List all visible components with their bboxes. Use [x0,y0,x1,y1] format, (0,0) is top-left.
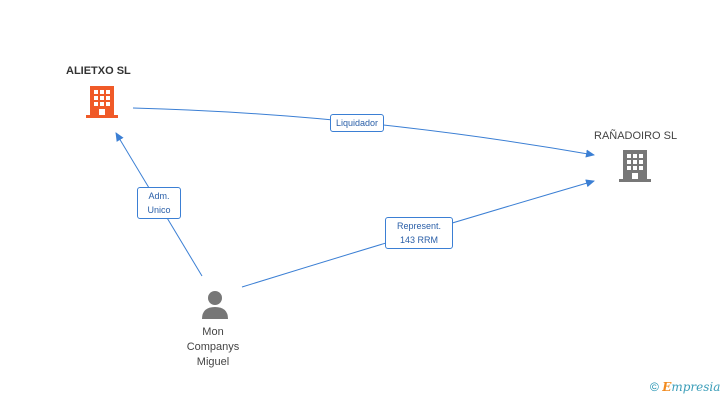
edge-label-represent: Represent. 143 RRM [385,217,453,249]
copyright-icon: © [650,380,659,394]
person-name-line-1: Mon [202,326,224,338]
edge-label-adm-line-2: Unico [147,205,171,215]
person-name[interactable]: Mon Companys Miguel [173,325,253,370]
edge-label-liquidador-text: Liquidador [336,118,379,128]
edge-label-represent-line-2: 143 RRM [399,235,438,245]
building-icon[interactable] [619,148,651,189]
edge-label-adm-line-1: Adm. [148,191,170,201]
company-name-alietxo[interactable]: ALIETXO SL [66,65,131,77]
brand-footer[interactable]: © Empresia [650,380,720,394]
person-name-line-3: Miguel [196,356,230,368]
company-name-ranadoiro[interactable]: RAÑADOIRO SL [594,130,678,142]
edge-label-adm-unico: Adm. Unico [137,187,181,219]
person-name-line-2: Companys [186,341,240,353]
brand-logo-rest: mpresia [671,380,721,394]
edge-label-liquidador: Liquidador [330,114,385,132]
person-icon[interactable] [200,289,230,324]
brand-logo-initial: E [662,380,672,394]
edge-label-represent-line-1: Represent. [396,221,442,231]
building-icon[interactable] [86,84,118,125]
